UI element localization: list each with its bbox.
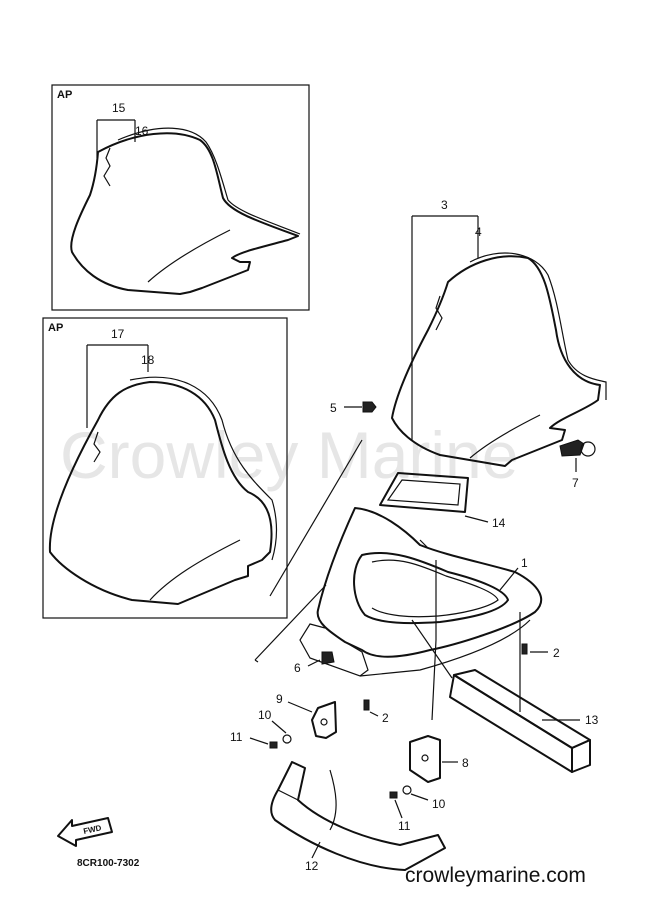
part-5-screw: 5 (330, 401, 377, 415)
windshield-ap-mid-trim (129, 376, 278, 561)
part-8-bracket: 8 (409, 735, 469, 783)
callout-5: 5 (330, 401, 337, 415)
windshield-ap-top (70, 132, 299, 295)
ap-panel-mid-title: AP (48, 322, 63, 334)
callout-14: 14 (492, 516, 506, 530)
part-1-cowling: 1 (254, 507, 542, 721)
callout-2b: 2 (382, 711, 389, 725)
callout-2a: 2 (553, 646, 560, 660)
callout-17: 17 (111, 327, 125, 341)
windshield-ap-mid (48, 381, 273, 605)
callout-10a: 10 (258, 708, 272, 722)
drawing-code: 8CR100-7302 (77, 858, 140, 869)
part-2-screws: 2 2 (363, 643, 560, 725)
part-12-handle: 12 (270, 761, 446, 873)
part-10-11-left: 10 11 (230, 708, 292, 749)
callout-10b: 10 (432, 797, 446, 811)
ap-panel-top-title: AP (57, 89, 72, 101)
part-9-bracket: 9 (276, 692, 337, 739)
part-14-pad: 14 (379, 472, 506, 530)
callout-18: 18 (141, 353, 155, 367)
callout-8: 8 (462, 756, 469, 770)
callout-3: 3 (441, 198, 448, 212)
part-13-block: 13 (411, 619, 599, 773)
callout-16: 16 (135, 124, 149, 138)
leader-lines (269, 439, 521, 712)
fwd-arrow-icon: FWD (57, 817, 113, 847)
watermark: Crowley Marine (60, 418, 518, 492)
part-6-grommet: 6 (294, 651, 335, 675)
callout-12: 12 (305, 859, 319, 873)
callout-11b: 11 (398, 819, 411, 833)
ap-panel-top: AP 15 16 (51, 84, 310, 311)
callout-7: 7 (572, 476, 579, 490)
callout-13: 13 (585, 713, 599, 727)
fwd-label: FWD (83, 823, 103, 836)
windshield-main (391, 255, 601, 467)
website-label: crowleymarine.com (405, 864, 586, 887)
callout-9: 9 (276, 692, 283, 706)
ap-panel-mid: AP 17 18 (42, 317, 288, 619)
windshield-main-trim (469, 252, 607, 400)
part-7-knob: 7 (559, 439, 596, 490)
callout-4: 4 (475, 225, 482, 239)
callout-6: 6 (294, 661, 301, 675)
callout-11a: 11 (230, 730, 243, 744)
callout-15: 15 (112, 101, 126, 115)
windshield-ap-top-trim (117, 127, 301, 235)
callout-1: 1 (521, 556, 528, 570)
main-windshield-assembly: 3 4 (391, 198, 607, 467)
ap-panel-top-frame (51, 84, 310, 311)
ap-panel-mid-frame (42, 317, 288, 619)
part-10-11-right: 10 11 (389, 785, 446, 833)
